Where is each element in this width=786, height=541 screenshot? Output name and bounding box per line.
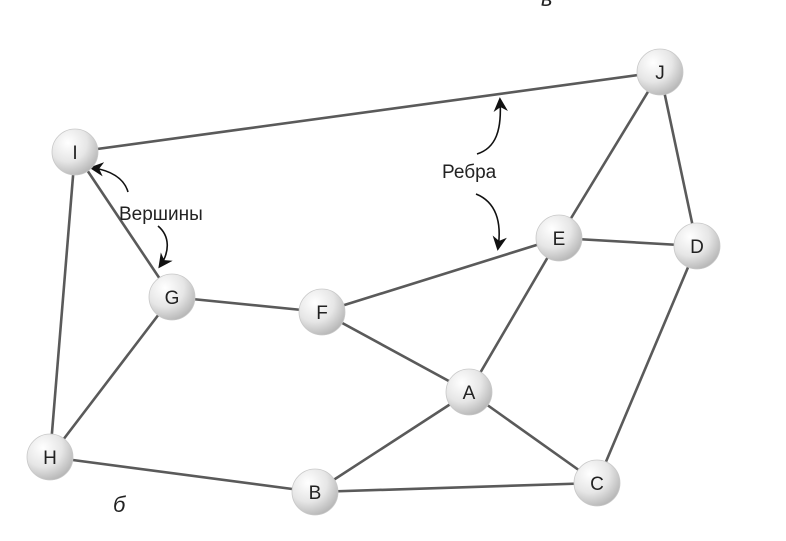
arrow-to-vertex-i — [89, 162, 129, 193]
edge-a-b — [314, 390, 470, 494]
vertex-label: B — [309, 483, 322, 504]
vertex-circle — [573, 459, 621, 507]
edge-h-b — [49, 455, 316, 494]
vertex-h: H — [26, 433, 74, 481]
edges-annotation: Ребра — [442, 162, 497, 183]
vertex-circle — [26, 433, 74, 481]
edge-g-f — [171, 295, 323, 314]
arrow-to-vertex-g — [157, 225, 173, 269]
edge-f-a — [321, 310, 470, 394]
vertex-i: I — [51, 128, 99, 176]
vertex-label: D — [690, 237, 704, 258]
vertices-annotation: Вершины — [119, 204, 203, 225]
vertex-e: E — [535, 214, 583, 262]
vertex-circle — [673, 222, 721, 270]
vertex-circle — [636, 48, 684, 96]
vertex-label: C — [590, 474, 604, 495]
nodes-layer: I J G F E D A H B C — [26, 48, 721, 516]
edge-e-a — [467, 237, 561, 393]
edge-f-e — [321, 236, 560, 314]
edge-d-c — [595, 245, 699, 484]
top-mark-text: в — [541, 0, 552, 11]
annotation-arrows — [89, 97, 508, 269]
vertex-j: J — [636, 48, 684, 96]
vertex-label: E — [553, 229, 566, 250]
vertex-circle — [445, 368, 493, 416]
figure-label: б — [113, 492, 127, 517]
vertex-f: F — [298, 288, 346, 336]
vertex-c: C — [573, 459, 621, 507]
vertex-circle — [148, 273, 196, 321]
vertex-circle — [51, 128, 99, 176]
vertex-label: I — [72, 143, 77, 164]
edge-e-j — [557, 71, 662, 239]
edges-layer — [48, 70, 699, 494]
vertex-label: J — [655, 63, 665, 84]
vertex-g: G — [148, 273, 196, 321]
edge-i-j — [74, 70, 661, 154]
vertex-a: A — [445, 368, 493, 416]
arrow-to-edge-bottom — [475, 193, 507, 251]
edge-i-h — [48, 151, 77, 458]
vertex-label: G — [165, 288, 180, 309]
edge-g-h — [48, 296, 174, 458]
vertex-d: D — [673, 222, 721, 270]
vertex-label: F — [316, 303, 328, 324]
vertex-circle — [291, 468, 339, 516]
edge-j-d — [658, 71, 699, 247]
arrow-to-edge-top — [476, 97, 508, 155]
vertex-b: B — [291, 468, 339, 516]
edge-a-c — [468, 390, 598, 485]
vertex-label: H — [43, 448, 57, 469]
vertex-circle — [535, 214, 583, 262]
vertex-label: A — [463, 383, 476, 404]
vertex-circle — [298, 288, 346, 336]
edge-b-c — [314, 481, 598, 494]
